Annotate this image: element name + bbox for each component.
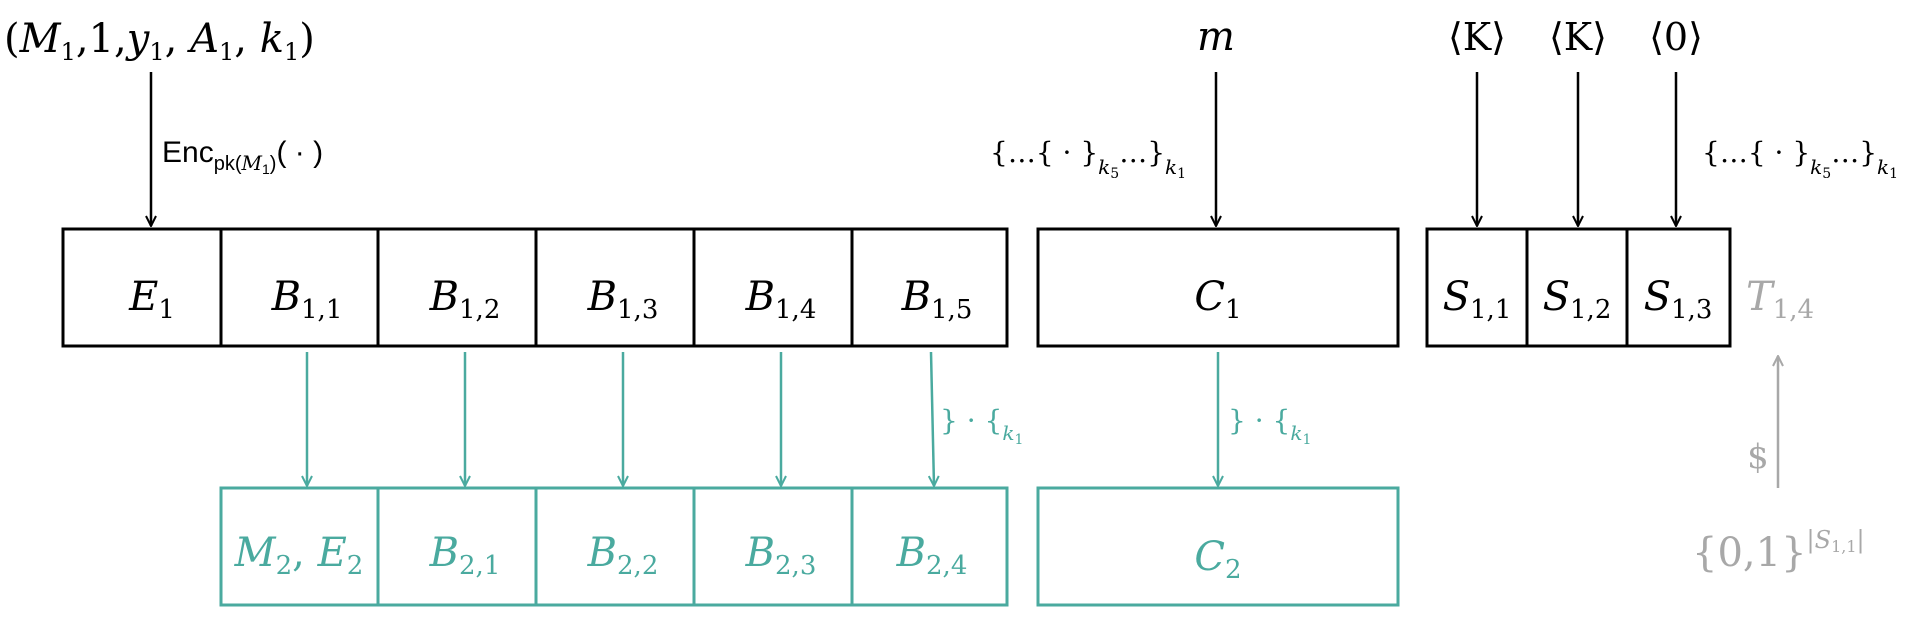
cell-b15: B1,5 — [901, 274, 973, 325]
cell-b14: B1,4 — [745, 274, 817, 325]
enc-annotation: Encpk(M1)( · ) — [162, 136, 323, 177]
bottom-payload-box — [1036, 486, 1400, 607]
cell-c2: C2 — [1194, 534, 1241, 585]
cell-b22: B2,2 — [587, 530, 659, 581]
key-label-1: ⟨K⟩ — [1448, 15, 1506, 59]
cell-b12: B1,2 — [429, 274, 501, 325]
nested-encryption-right: {…{ · }k5…}k1 — [1702, 136, 1898, 182]
random-bits-set: {0,1}|S1,1| — [1692, 526, 1865, 576]
bottom-header-box — [219, 486, 1009, 607]
top-payload-box — [1036, 227, 1400, 348]
cell-t14: T1,4 — [1746, 274, 1814, 325]
dollar-sample-symbol: $ — [1747, 437, 1769, 477]
cell-c1: C1 — [1194, 274, 1241, 325]
key-label-2: ⟨K⟩ — [1549, 15, 1607, 59]
zero-label: ⟨0⟩ — [1649, 15, 1703, 59]
cell-b11: B1,1 — [271, 274, 343, 325]
input-tuple-label: (M1,1,y1, A1, k1) — [4, 16, 315, 66]
cell-b24: B2,4 — [896, 530, 968, 581]
cell-b23: B2,3 — [745, 530, 817, 581]
cell-b21: B2,1 — [429, 530, 501, 581]
cell-s11: S1,1 — [1443, 274, 1512, 325]
arrow-b15-to-b24 — [931, 351, 934, 486]
cell-s13: S1,3 — [1644, 274, 1713, 325]
top-trailer-box — [1425, 227, 1732, 348]
nested-encryption-left: {…{ · }k5…}k1 — [990, 136, 1186, 182]
decrypt-annotation-c: } · {k1 — [1228, 404, 1311, 448]
cell-m2-e2: M2, E2 — [234, 530, 364, 581]
cell-e1: E1 — [128, 274, 175, 325]
cell-b13: B1,3 — [587, 274, 659, 325]
decrypt-annotation-b: } · {k1 — [940, 404, 1023, 448]
message-label: m — [1197, 14, 1235, 60]
cell-s12: S1,2 — [1543, 274, 1612, 325]
